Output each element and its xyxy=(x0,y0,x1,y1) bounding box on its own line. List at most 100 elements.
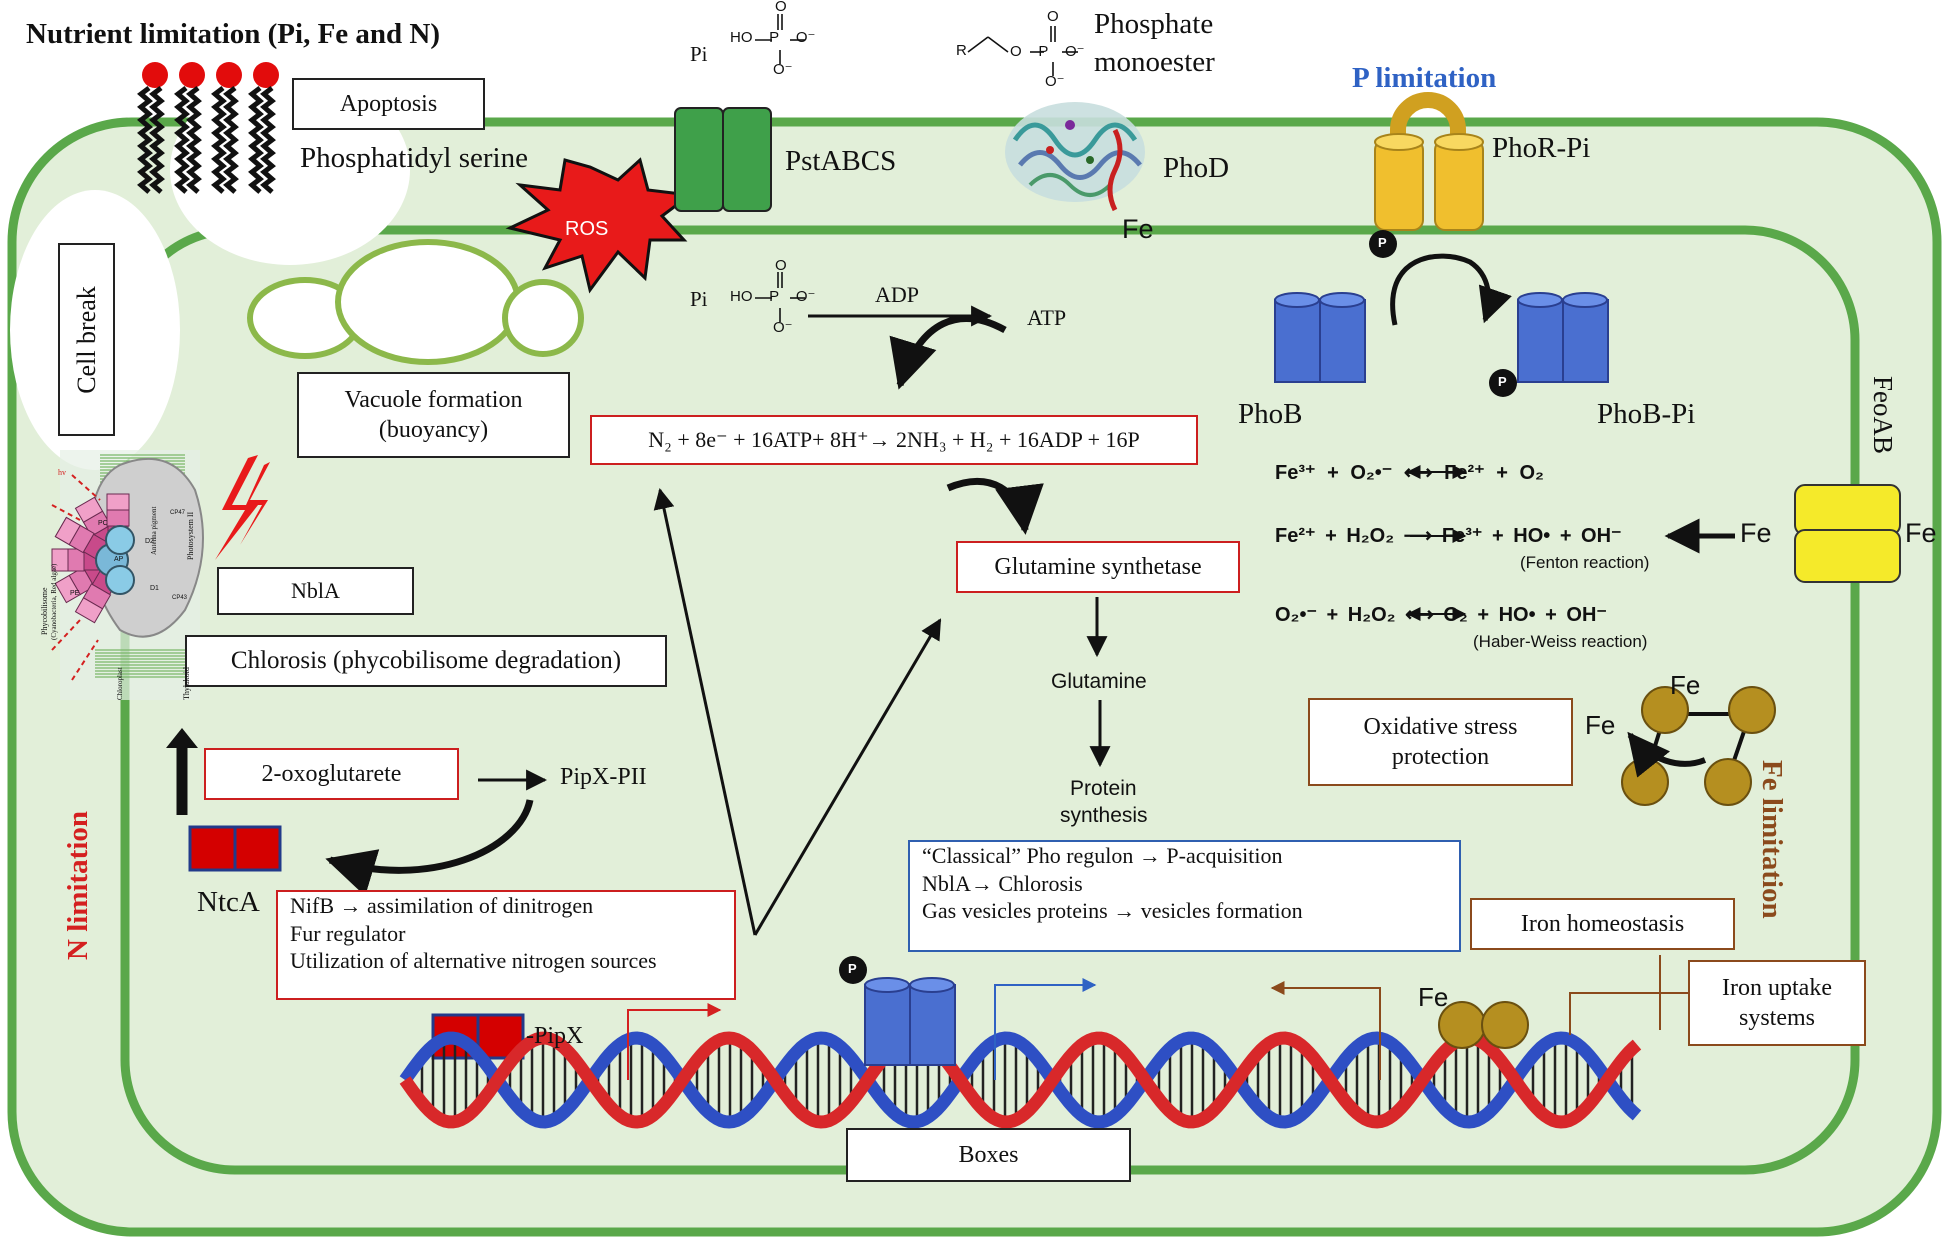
lipid-molecule xyxy=(211,62,242,194)
phor-dimer xyxy=(1374,92,1484,231)
lipid-molecule xyxy=(174,62,205,194)
lipid-molecule xyxy=(137,62,168,194)
boxes-label: Boxes xyxy=(846,1128,1131,1182)
ntca-targets-box: NifB → assimilation of dinitrogen Fur re… xyxy=(276,890,736,1000)
fe-cluster-label-b: Fe xyxy=(1585,710,1616,740)
reaction-2: Fe²⁺ + H₂O₂ ⟶ Fe³⁺ + HO• + OH⁻ xyxy=(1275,525,1622,547)
ntca-target-3: Utilization of alternative nitrogen sour… xyxy=(290,948,657,973)
hv-label: hv xyxy=(58,468,66,477)
antenna-pigment-label: Antenna pigment xyxy=(150,506,158,555)
pi-structure-top-text: HO P O⁻ xyxy=(730,29,816,46)
p-limitation-label: P limitation xyxy=(1352,62,1497,94)
pi-label-top: Pi xyxy=(690,42,708,66)
ntca-target-2: Fur regulator xyxy=(290,920,406,946)
pho-regulon-line-2: NblA→ Chlorosis xyxy=(922,870,1083,896)
fe-limitation-label: Fe limitation xyxy=(1756,760,1788,919)
iron-homeostasis-text: Iron homeostasis xyxy=(1520,910,1685,937)
pi-structure-mid-o: O xyxy=(775,257,787,274)
monoester-structure-text: O P O⁻ xyxy=(1010,43,1085,60)
oxidative-stress-line1: Oxidative stress xyxy=(1363,714,1518,740)
pi-structure-mid-om: O⁻ xyxy=(773,319,793,336)
phod-fe-label: Fe xyxy=(1122,214,1154,244)
phor-pi-label: PhoR-Pi xyxy=(1492,132,1591,164)
pipx-pii-label: PipX-PII xyxy=(560,764,647,790)
glutamine-synthetase-box: Glutamine synthetase xyxy=(956,541,1240,593)
phosphatidylserine-lipid-icon xyxy=(137,62,279,194)
phod-label: PhoD xyxy=(1163,152,1230,184)
monoester-o-bottom: O⁻ xyxy=(1045,73,1065,90)
glutamine-label: Glutamine xyxy=(1051,670,1147,693)
phob-pi-protein xyxy=(1517,292,1609,383)
phosphate-monoester-label-2: monoester xyxy=(1094,46,1215,78)
phosphate-circles xyxy=(839,230,1517,984)
n-limitation-label: N limitation xyxy=(62,810,94,960)
ntca-regulation-arrows xyxy=(653,487,942,936)
vacuole-formation-line2: (buoyancy) xyxy=(378,417,489,443)
fe-outside-label: Fe xyxy=(1905,518,1937,548)
iron-homeostasis-box: Iron homeostasis xyxy=(1470,898,1735,950)
phosphate-structure-top xyxy=(755,14,805,64)
pstabcs-transporter xyxy=(674,107,772,212)
pi-label-mid: Pi xyxy=(690,287,708,311)
phob-protein xyxy=(1274,292,1366,383)
ntca-label: NtcA xyxy=(197,886,260,918)
haber-weiss-label: (Haber-Weiss reaction) xyxy=(1473,632,1648,651)
phod-protein-structure-icon xyxy=(1005,102,1145,212)
oxoglutarete-box: 2-oxoglutarete xyxy=(204,748,459,800)
pstabcs-label: PstABCS xyxy=(785,145,897,177)
ntca-dimer xyxy=(188,825,282,872)
phycobilisome-label-2: (Cyanobacteria, Red algae) xyxy=(50,563,58,640)
phosphate-p-3: P xyxy=(848,961,857,976)
d1-label: D1 xyxy=(150,585,159,592)
pho-regulon-box: “Classical” Pho regulon → P-acquisition … xyxy=(908,840,1461,952)
cell-break-label: Cell break xyxy=(58,243,115,436)
dna-strand-blue xyxy=(399,1031,1642,1129)
feoab-transporter xyxy=(1794,484,1901,583)
phob-label: PhoB xyxy=(1238,398,1303,430)
feoab-label: FeoAB xyxy=(1868,376,1898,455)
phob-dna-bound xyxy=(864,977,956,1066)
boxes-text: Boxes xyxy=(958,1141,1019,1168)
atp-label: ATP xyxy=(1027,305,1067,330)
glutamine-pathway-arrows xyxy=(1086,597,1111,768)
ntca-target-1: NifB → assimilation of dinitrogen xyxy=(290,893,594,918)
chloroplast-label: Chloroplast xyxy=(116,667,124,700)
monoester-r: R xyxy=(956,42,967,59)
adp-atp-arrow xyxy=(808,305,1007,390)
protein-synthesis-label-1: Protein xyxy=(1070,777,1137,800)
iron-regulation-lines xyxy=(1569,955,1688,1035)
iron-uptake-line1: Iron uptake xyxy=(1722,975,1832,1001)
phosphate-monoester-label-1: Phosphate xyxy=(1094,8,1214,40)
chlorosis-box: Chlorosis (phycobilisome degradation) xyxy=(185,635,667,687)
oxoglutarete-to-pipx-arrow xyxy=(325,769,548,897)
pipx-label: -PipX xyxy=(526,1023,584,1049)
pho-regulon-line-1: “Classical” Pho regulon → P-acquisition xyxy=(922,843,1283,868)
protein-synthesis-label-2: synthesis xyxy=(1060,804,1148,827)
phob-phosphorylation-arrow xyxy=(1390,253,1512,326)
vacuole-formation-line1: Vacuole formation xyxy=(344,387,523,413)
pi-structure-top-o: O xyxy=(775,0,787,15)
reaction-1: Fe³⁺ + O₂•⁻ ⟷ Fe²⁺ + O₂ xyxy=(1275,462,1544,484)
pho-regulon-line-3: Gas vesicles proteins → vesicles formati… xyxy=(922,898,1303,923)
oxoglutarete-text: 2-oxoglutarete xyxy=(261,760,402,787)
pe-label: PE xyxy=(70,590,80,597)
cell-break-text: Cell break xyxy=(71,285,101,394)
nbla-box: NblA xyxy=(217,567,414,615)
adp-label: ADP xyxy=(875,282,920,307)
cp43-label: CP43 xyxy=(172,595,188,601)
dna-strand-red xyxy=(399,1031,1642,1129)
thylakoid-label: Thylakoid xyxy=(182,667,191,700)
ros-label: ROS xyxy=(565,218,609,240)
nbla-text: NblA xyxy=(291,578,340,603)
chlorosis-text: Chlorosis (phycobilisome degradation) xyxy=(230,647,622,674)
reaction-arrows xyxy=(1406,465,1467,621)
reaction-3: O₂•⁻ + H₂O₂ ⟷ O₂ + HO• + OH⁻ xyxy=(1275,604,1607,626)
ap-label: AP xyxy=(114,556,124,563)
fur-iron-dna xyxy=(1438,1001,1529,1049)
apoptosis-text: Apoptosis xyxy=(339,90,438,117)
phycobilisome-label-1: Phycobilisome xyxy=(40,587,49,635)
fe-inside-label: Fe xyxy=(1740,518,1772,548)
vacuole-formation-box: Vacuole formation (buoyancy) xyxy=(297,372,570,458)
apoptosis-label: Apoptosis xyxy=(292,78,485,130)
